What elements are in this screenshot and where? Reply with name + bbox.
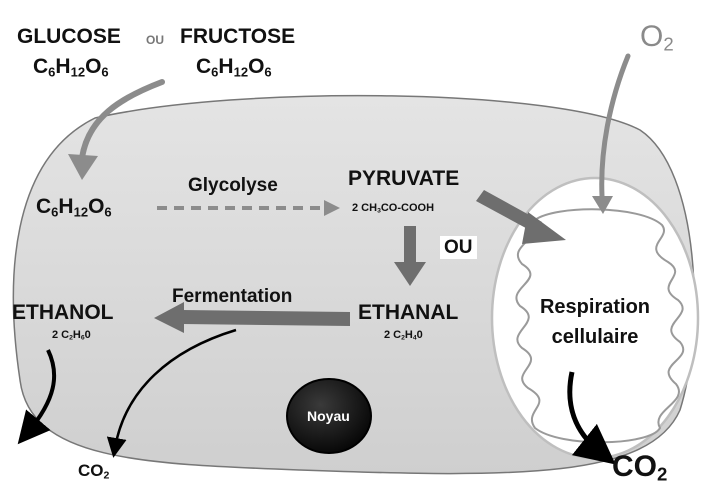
- formula-input: C6H12O6: [36, 195, 112, 220]
- arrow-pyruvate-to-respiration: [476, 190, 566, 244]
- formula-fructose: C6H12O6: [196, 55, 272, 80]
- label-oxygen: O2: [640, 20, 674, 55]
- mitochondrion-cristae: [515, 208, 685, 444]
- fructose-text: FRUCTOSE: [180, 25, 296, 48]
- label-co2-big: CO2: [612, 450, 668, 485]
- arrow-ethanol-out: [17, 349, 57, 445]
- nucleus: [286, 378, 372, 454]
- arrow-sugar-to-cell: [68, 79, 165, 180]
- formula-pyruvate: 2 CH3CO-COOH: [352, 202, 435, 215]
- ou-top-text: OU: [146, 33, 164, 47]
- respiration-line1: Respiration: [539, 296, 651, 318]
- label-ou-mid: OU: [440, 236, 477, 259]
- formula-ethanal: 2 C2H40: [384, 329, 423, 342]
- label-ethanal: ETHANAL: [358, 301, 459, 324]
- formula-ethanol: 2 C2H60: [52, 329, 91, 342]
- arrow-glycolyse: [157, 200, 340, 216]
- arrow-co2-respiration: [567, 371, 616, 465]
- label-glycolyse: Glycolyse: [188, 175, 278, 196]
- arrow-oxygen: [592, 53, 631, 214]
- respiration-line2: cellulaire: [551, 326, 639, 348]
- label-respiration: Respiration cellulaire: [520, 292, 670, 352]
- formula-glucose: C6H12O6: [33, 55, 109, 80]
- glucose-text: GLUCOSE: [17, 25, 121, 48]
- label-ou-top: OU: [146, 34, 164, 46]
- label-fructose: FRUCTOSE: [180, 26, 295, 47]
- label-fermentation: Fermentation: [172, 286, 293, 307]
- label-ethanol: ETHANOL: [12, 301, 114, 324]
- label-glucose: GLUCOSE: [17, 26, 121, 47]
- label-pyruvate: PYRUVATE: [348, 167, 460, 190]
- arrow-fermentation: [154, 302, 350, 333]
- arrow-pyruvate-to-ethanal: [394, 226, 426, 286]
- label-co2-small: CO2: [78, 461, 110, 482]
- label-noyau: Noyau: [307, 408, 350, 424]
- arrow-co2-fermentation: [106, 328, 237, 458]
